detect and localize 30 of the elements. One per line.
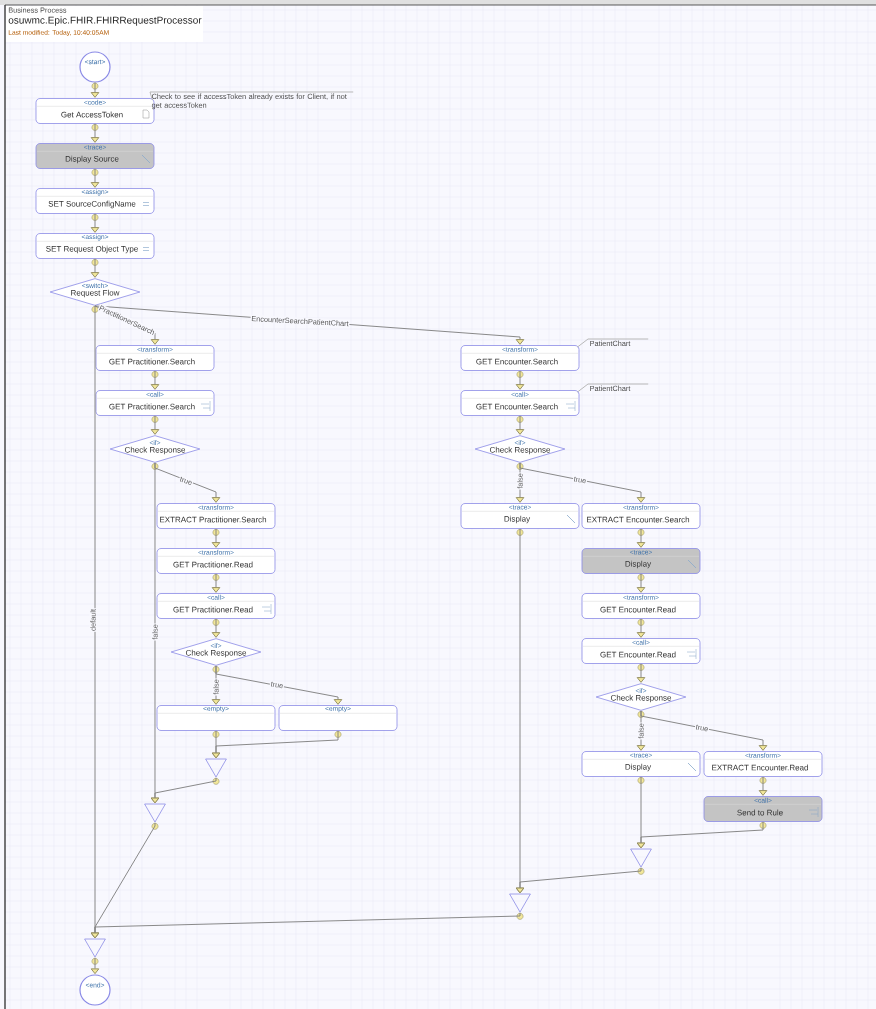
flow-arrow bbox=[90, 258, 100, 278]
flow-arrow bbox=[515, 415, 525, 435]
flow-arrow bbox=[519, 462, 646, 503]
flow-arrow bbox=[636, 573, 646, 593]
flow-arrow bbox=[90, 213, 100, 233]
flow-arrow bbox=[90, 957, 100, 975]
flow-arrow bbox=[636, 618, 646, 638]
flow-arrow bbox=[211, 573, 221, 593]
flow-arrow bbox=[211, 730, 339, 759]
diagram-title: osuwmc.Epic.FHIR.FHIRRequestProcessor bbox=[8, 16, 202, 26]
flow-arrow bbox=[150, 415, 160, 435]
leader-line bbox=[576, 383, 649, 393]
leader-line bbox=[149, 91, 354, 101]
flow-arrow bbox=[515, 370, 525, 390]
flow-arrow bbox=[90, 123, 100, 143]
flow-arrow bbox=[636, 821, 764, 849]
leader-line bbox=[576, 338, 649, 348]
flow-arrow bbox=[150, 777, 217, 804]
flow-arrow bbox=[636, 663, 646, 683]
flow-arrow bbox=[515, 528, 525, 894]
flow-arrow bbox=[150, 370, 160, 390]
flow-arrow bbox=[211, 528, 221, 548]
flow-arrow bbox=[215, 665, 343, 705]
flow-arrow bbox=[636, 528, 646, 548]
flow-arrow bbox=[90, 168, 100, 188]
flow-arrow bbox=[90, 82, 100, 98]
flow-arrow bbox=[640, 710, 768, 751]
flow-arrow bbox=[90, 912, 521, 939]
flow-arrow bbox=[211, 618, 221, 638]
flow-arrow bbox=[758, 776, 768, 796]
